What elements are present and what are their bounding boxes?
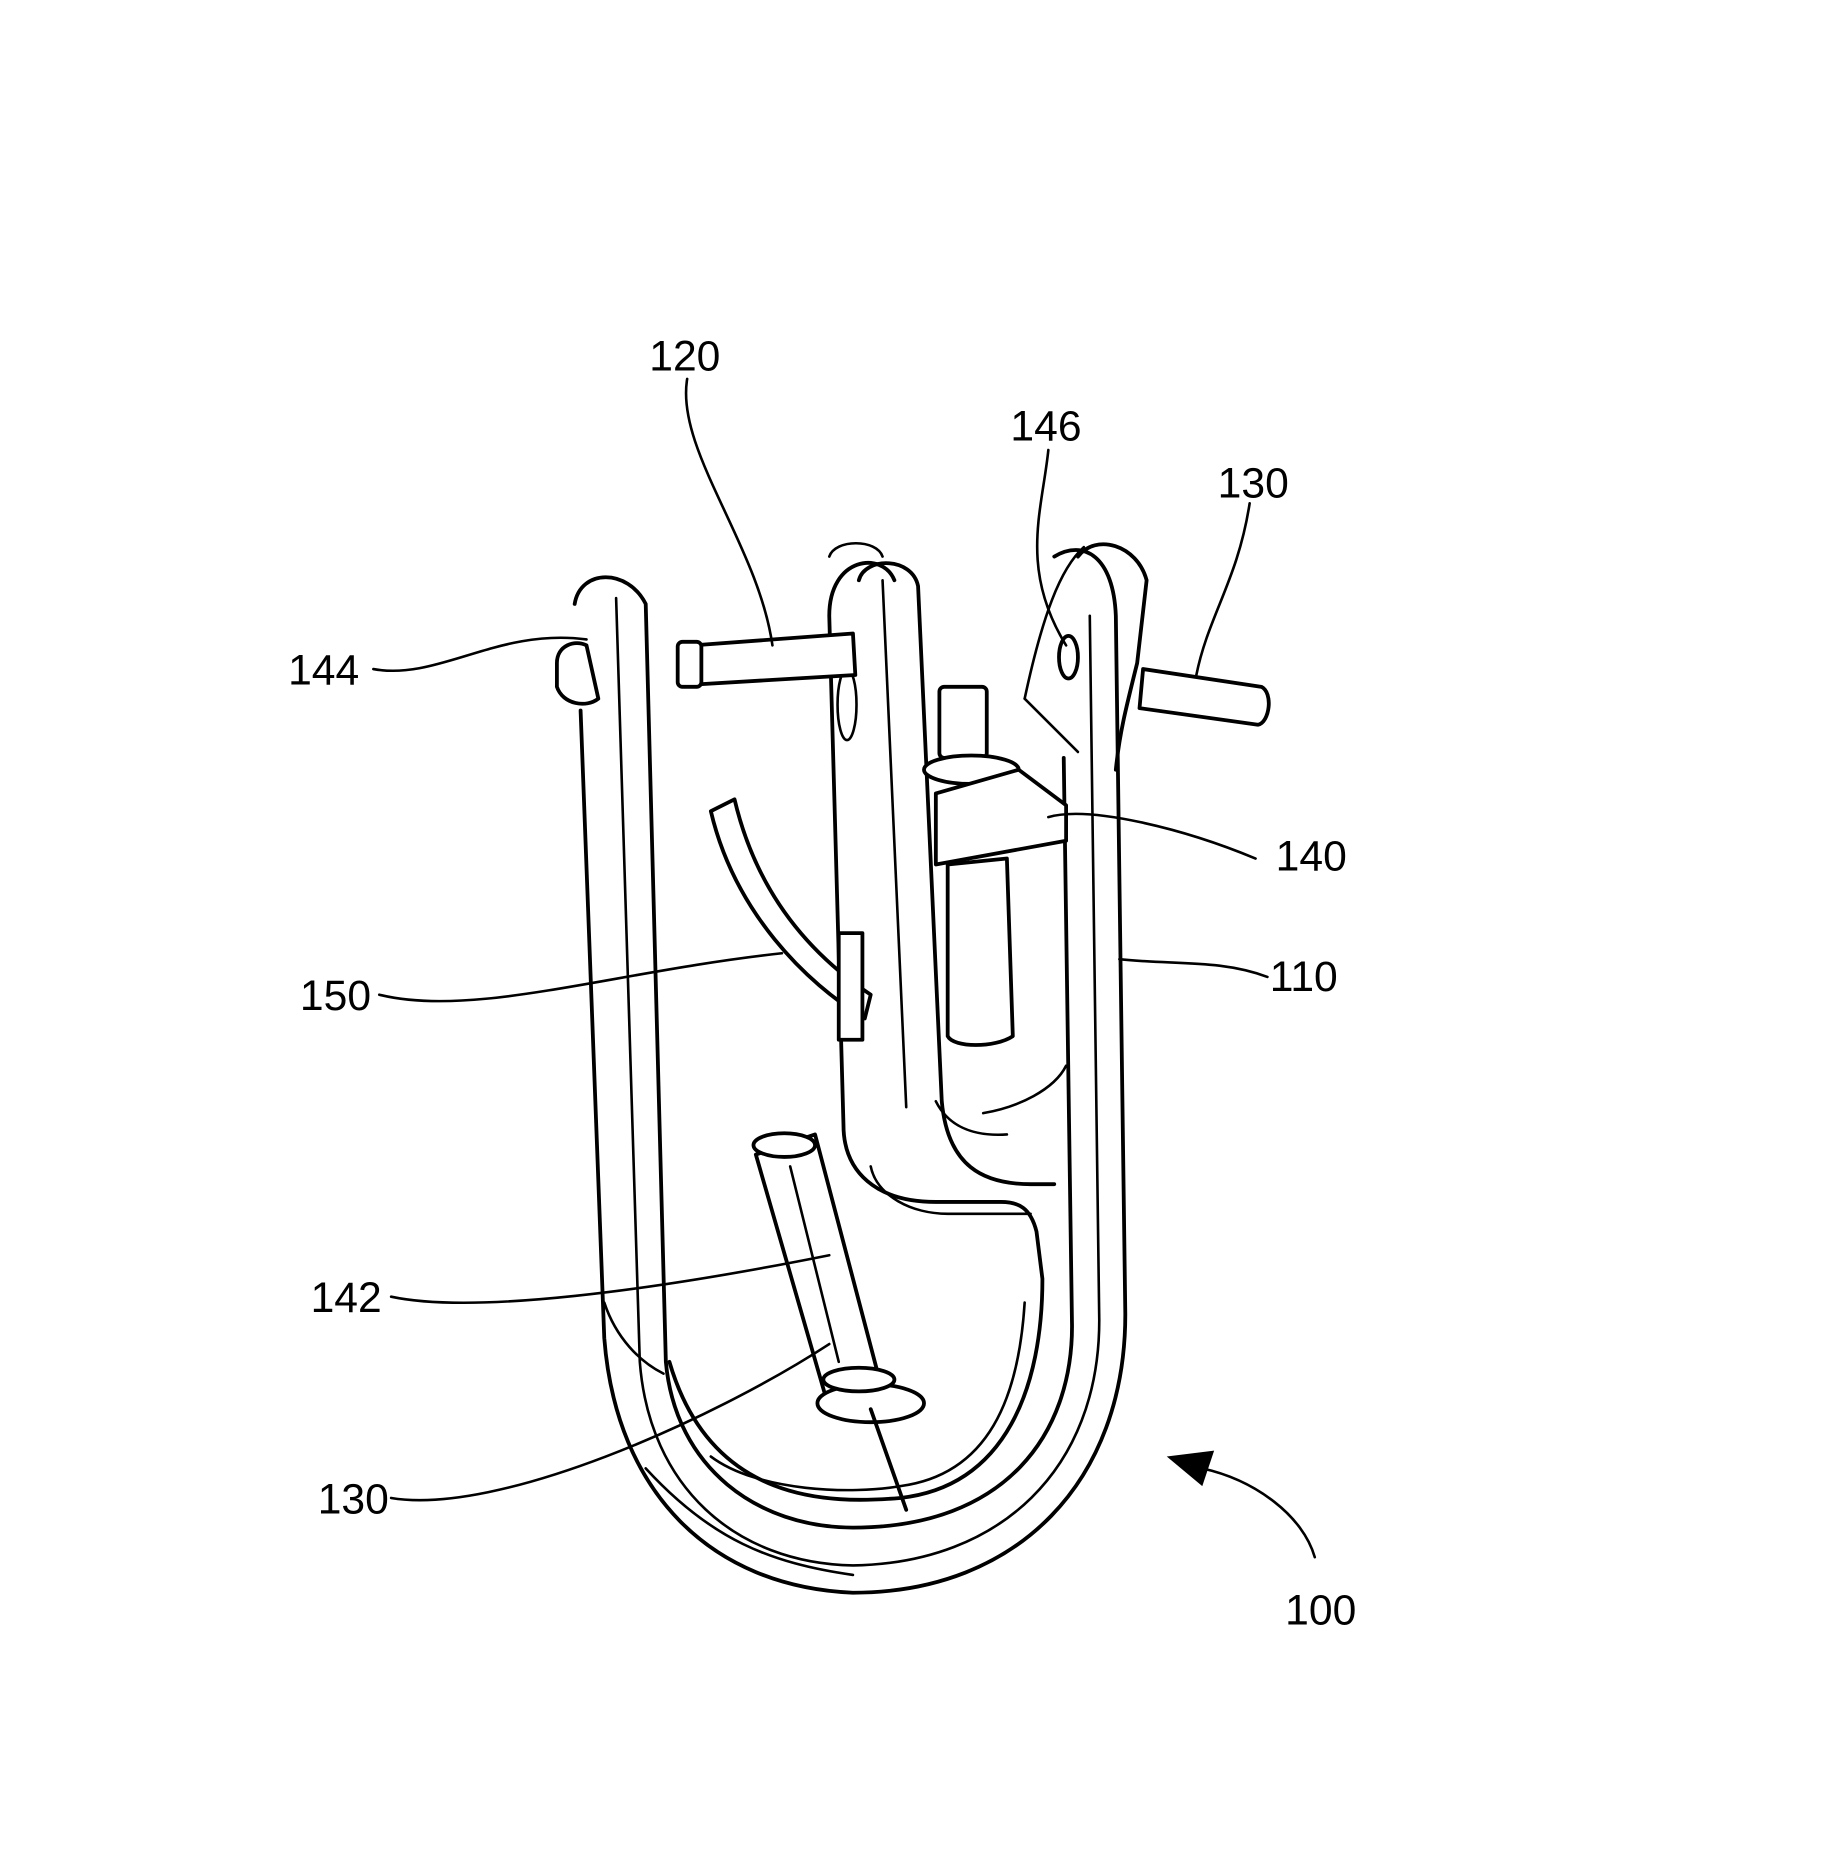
label-140: 140 (1276, 832, 1347, 880)
label-120: 120 (649, 333, 720, 381)
upper-pin (555, 631, 858, 706)
right-pin (1137, 667, 1271, 727)
lower-sleeve-142 (751, 1131, 926, 1512)
label-146: 146 (1010, 403, 1081, 451)
arrow-icon (1166, 1450, 1215, 1487)
bracket-140 (922, 684, 1068, 1047)
leader-lines (372, 377, 1317, 1559)
label-130-top: 130 (1218, 459, 1289, 507)
hook-body (572, 542, 1149, 1595)
label-142: 142 (311, 1274, 382, 1322)
label-110: 110 (1270, 953, 1338, 1001)
label-144: 144 (288, 646, 359, 694)
latch-150 (708, 797, 873, 1042)
label-100: 100 (1285, 1587, 1356, 1635)
label-150: 150 (300, 972, 371, 1020)
label-130-bottom: 130 (318, 1475, 389, 1523)
